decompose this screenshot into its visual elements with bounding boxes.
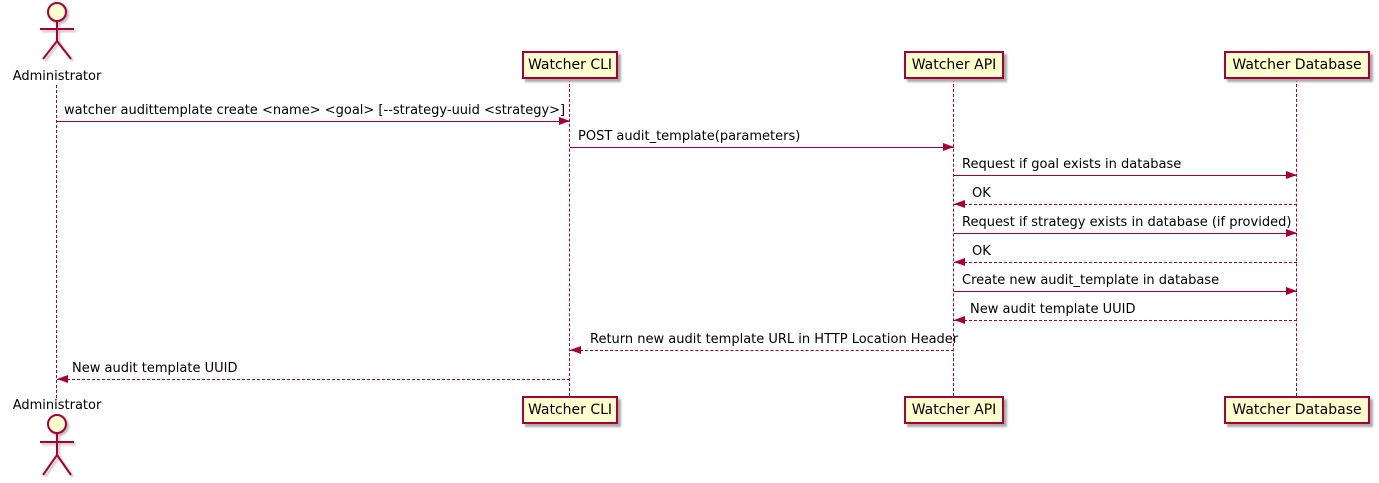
message-3-line [954, 175, 1297, 176]
message-2-arrowhead [943, 143, 954, 151]
message-7-label: Create new audit_template in database [962, 273, 1220, 288]
participant-watcher-api-bottom: Watcher API [904, 396, 1004, 424]
message-3-arrowhead [1286, 171, 1297, 179]
message-8-arrowhead [954, 316, 965, 324]
message-7-line [954, 291, 1297, 292]
lifeline-watcher-api [953, 79, 954, 396]
message-5-label: Request if strategy exists in database (… [962, 215, 1292, 230]
message-9-label: Return new audit template URL in HTTP Lo… [590, 332, 959, 347]
message-8-label: New audit template UUID [970, 302, 1136, 317]
actor-label-administrator-bottom: Administrator [12, 398, 102, 413]
actor-administrator-top [32, 1, 82, 67]
actor-administrator-bottom [32, 413, 82, 483]
participant-watcher-database-bottom: Watcher Database [1224, 396, 1370, 424]
message-5-arrowhead [1286, 229, 1297, 237]
message-2-label: POST audit_template(parameters) [578, 129, 801, 144]
message-1-label: watcher audittemplate create <name> <goa… [64, 103, 566, 118]
message-10-arrowhead [57, 375, 68, 383]
message-1-line [57, 121, 570, 122]
message-1-arrowhead [559, 117, 570, 125]
lifeline-watcher-cli [569, 79, 570, 396]
message-6-arrowhead [954, 258, 965, 266]
lifeline-administrator [56, 85, 57, 398]
message-4-label: OK [972, 186, 991, 201]
participant-watcher-cli-bottom: Watcher CLI [522, 396, 618, 424]
message-4-line [954, 204, 1297, 205]
participant-watcher-cli-top: Watcher CLI [522, 51, 618, 79]
message-9-arrowhead [570, 346, 581, 354]
lifeline-watcher-database [1296, 79, 1297, 396]
message-4-arrowhead [954, 200, 965, 208]
message-5-line [954, 233, 1297, 234]
actor-icon [40, 2, 74, 60]
participant-watcher-api-top: Watcher API [904, 51, 1004, 79]
message-6-label: OK [972, 244, 991, 259]
message-8-line [954, 320, 1297, 321]
message-6-line [954, 262, 1297, 263]
message-3-label: Request if goal exists in database [962, 157, 1182, 172]
message-10-label: New audit template UUID [72, 361, 238, 376]
actor-label-administrator-top: Administrator [12, 69, 102, 84]
message-10-line [57, 379, 570, 380]
message-2-line [570, 147, 954, 148]
message-7-arrowhead [1286, 287, 1297, 295]
actor-icon [40, 414, 74, 476]
message-9-line [570, 350, 954, 351]
participant-watcher-database-top: Watcher Database [1224, 51, 1370, 79]
